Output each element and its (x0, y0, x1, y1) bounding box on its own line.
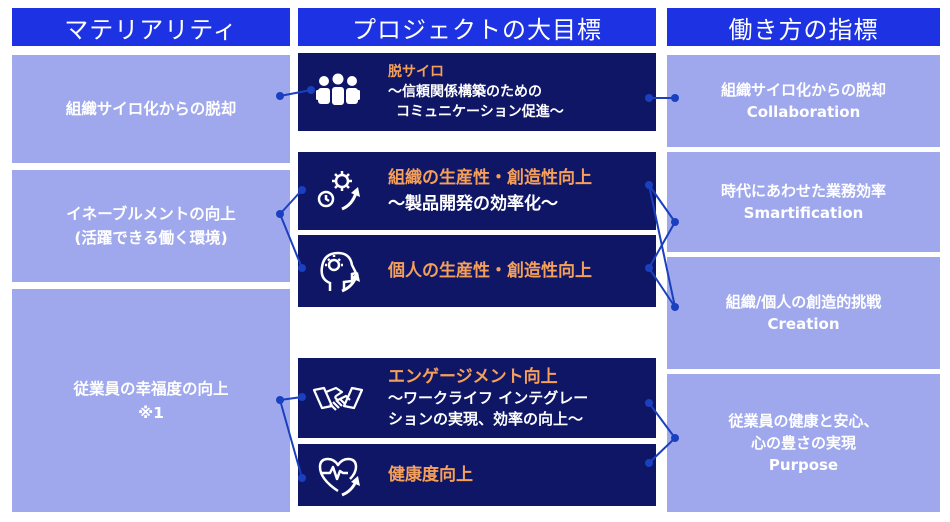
kpi-3-line-1: 組織/個人の創造的挑戦 (725, 293, 882, 311)
goal-org-productivity-title: 組織の生産性・創造性向上 (388, 168, 592, 188)
goal-box-health: 健康度向上 (298, 444, 656, 506)
goal-health-title: 健康度向上 (388, 465, 473, 485)
goal-desilo-title: 脱サイロ (388, 64, 444, 80)
goal-box-engagement: エンゲージメント向上 〜ワークライフ インテグレー ションの実現、効率の向上〜 (298, 358, 656, 438)
people-group-icon (316, 73, 360, 105)
goal-org-productivity-sub-1: 〜製品開発の効率化〜 (388, 194, 558, 214)
gears-up-icon (317, 171, 360, 211)
header-work-style-kpi: 働き方の指標 (667, 8, 940, 46)
kpi-4-line-3: Purpose (768, 456, 839, 474)
head-lightbulb-icon (320, 251, 360, 293)
goal-engagement-title: エンゲージメント向上 (388, 366, 558, 387)
kpi-4-line-2: 心の豊さの実現 (750, 434, 856, 452)
kpi-1-line-1: 組織サイロ化からの脱却 (720, 81, 886, 99)
goal-desilo-sub-1: 〜信頼関係構築のための (388, 84, 542, 100)
goal-engagement-sub-2: ションの実現、効率の向上〜 (388, 409, 584, 428)
kpi-box-creation: 組織/個人の創造的挑戦 Creation (667, 257, 940, 369)
header-project-goals-label: プロジェクトの大目標 (352, 15, 602, 44)
kpi-3-line-2: Creation (767, 315, 840, 333)
materiality-box-1: 組織サイロ化からの脱却 (12, 55, 290, 163)
goal-org-productivity-text: 組織の生産性・創造性向上 〜製品開発の効率化〜 (388, 152, 648, 230)
kpi-2-line-1: 時代にあわせた業務効率 (720, 182, 886, 200)
header-materiality: マテリアリティ (12, 8, 290, 46)
kpi-box-smartification: 時代にあわせた業務効率 Smartification (667, 152, 940, 252)
goal-box-org-productivity: 組織の生産性・創造性向上 〜製品開発の効率化〜 (298, 152, 656, 230)
goal-box-desilo: 脱サイロ 〜信頼関係構築のための コミュニケーション促進〜 (298, 53, 656, 131)
materiality-3-line-1: 従業員の幸福度の向上 (73, 379, 229, 398)
materiality-box-3: 従業員の幸福度の向上 ※1 (12, 289, 290, 512)
goal-desilo-text: 脱サイロ 〜信頼関係構築のための コミュニケーション促進〜 (388, 53, 648, 131)
materiality-3-line-2: ※1 (138, 403, 164, 422)
header-work-style-kpi-label: 働き方の指標 (728, 15, 879, 44)
goal-individual-productivity-title: 個人の生産性・創造性向上 (388, 261, 592, 281)
kpi-1-line-2: Collaboration (746, 103, 861, 121)
header-project-goals: プロジェクトの大目標 (298, 8, 656, 46)
goal-individual-productivity-text: 個人の生産性・創造性向上 (388, 235, 648, 307)
goal-engagement-sub-1: 〜ワークライフ インテグレー (388, 388, 589, 407)
goal-box-individual-productivity: 個人の生産性・創造性向上 (298, 235, 656, 307)
goal-engagement-text: エンゲージメント向上 〜ワークライフ インテグレー ションの実現、効率の向上〜 (388, 358, 648, 438)
materiality-2-line-2: (活躍できる働く環境) (74, 229, 228, 247)
heartbeat-icon (318, 457, 360, 497)
materiality-1-line-1: 組織サイロ化からの脱却 (65, 100, 237, 118)
handshake-icon (312, 386, 364, 411)
header-materiality-label: マテリアリティ (64, 15, 238, 44)
kpi-4-line-1: 従業員の健康と安心、 (728, 412, 879, 430)
goal-desilo-sub-2: コミュニケーション促進〜 (396, 104, 564, 120)
kpi-2-line-2: Smartification (743, 204, 864, 222)
kpi-box-collaboration: 組織サイロ化からの脱却 Collaboration (667, 55, 940, 147)
materiality-2-line-1: イネーブルメントの向上 (66, 205, 236, 223)
goal-health-text: 健康度向上 (388, 444, 648, 506)
kpi-box-purpose: 従業員の健康と安心、 心の豊さの実現 Purpose (667, 374, 940, 512)
materiality-box-2: イネーブルメントの向上 (活躍できる働く環境) (12, 170, 290, 282)
